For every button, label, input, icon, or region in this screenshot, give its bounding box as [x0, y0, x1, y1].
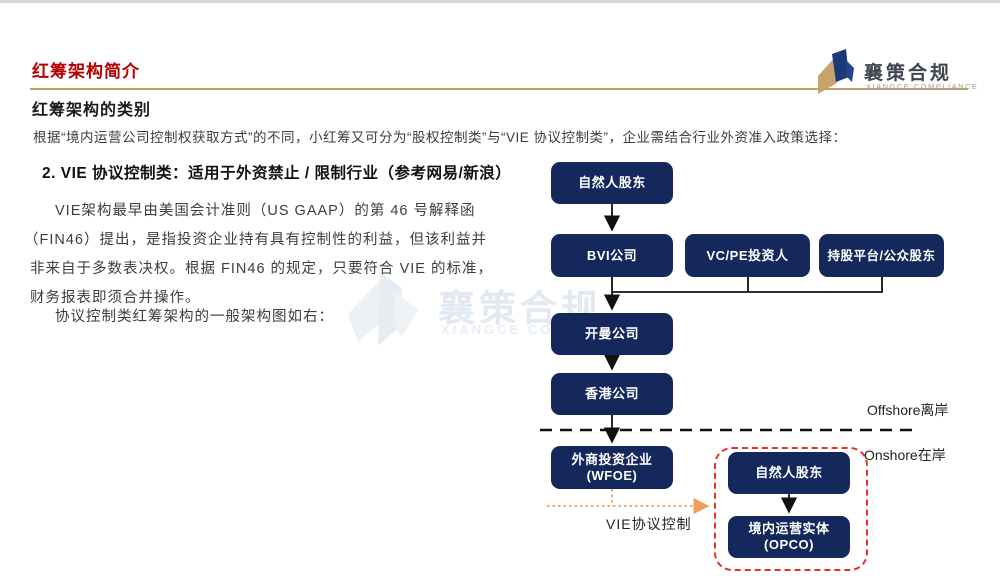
node-natural-person-shareholder-onshore: 自然人股东: [728, 452, 850, 494]
node-natural-person-shareholder-top: 自然人股东: [551, 162, 673, 204]
node-label: 自然人股东: [755, 465, 823, 480]
node-opco: 境内运营实体 (OPCO): [728, 516, 850, 558]
node-bvi-company: BVI公司: [551, 234, 673, 277]
paragraph-line: （FIN46）提出，是指投资企业持有具有控制性的利益，但该利益并: [24, 232, 487, 248]
vie-control-label: VIE协议控制: [606, 516, 692, 532]
company-logo-icon: [818, 49, 854, 94]
paragraph-line: 财务报表即须合并操作。: [30, 290, 201, 306]
node-cayman-company: 开曼公司: [551, 313, 673, 355]
node-sublabel: (OPCO): [764, 537, 814, 552]
page-subtitle: 红筹架构的类别: [32, 102, 152, 119]
company-logo-tagline: XIANGCE COMPLIANCE: [866, 82, 979, 91]
onshore-label: Onshore在岸: [864, 447, 946, 463]
node-hongkong-company: 香港公司: [551, 373, 673, 415]
node-label: VC/PE投资人: [706, 247, 789, 263]
vie-entities-frame: [714, 447, 868, 571]
section-heading: 2. VIE 协议控制类：适用于外资禁止 / 限制行业（参考网易/新浪）: [42, 165, 512, 182]
node-vc-pe-investors: VC/PE投资人: [685, 234, 810, 277]
node-label: 境内运营实体: [748, 521, 830, 536]
paragraph-line: VIE架构最早由美国会计准则（US GAAP）的第 46 号解释函: [55, 203, 476, 219]
gold-divider-rule: [30, 88, 968, 90]
window-top-border: [0, 0, 1000, 3]
offshore-label: Offshore离岸: [867, 402, 949, 418]
node-label: BVI公司: [586, 247, 638, 263]
paragraph-line: 协议控制类红筹架构的一般架构图如右：: [55, 309, 334, 325]
paragraph-line: 非来自于多数表决权。根据 FIN46 的规定，只要符合 VIE 的标准，: [30, 261, 493, 277]
page-title: 红筹架构简介: [32, 62, 140, 81]
node-wfoe: 外商投资企业 (WFOE): [551, 446, 673, 489]
company-logo: [815, 46, 857, 103]
node-label: 自然人股东: [578, 175, 646, 190]
node-label: 外商投资企业: [571, 451, 653, 467]
node-label: 持股平台/公众股东: [827, 248, 936, 263]
intro-paragraph: 根据“境内运营公司控制权获取方式”的不同，小红筹又可分为“股权控制类”与“VIE…: [33, 130, 847, 145]
node-label: 香港公司: [584, 386, 639, 401]
node-sublabel: (WFOE): [586, 467, 638, 483]
node-label: 开曼公司: [584, 326, 639, 341]
node-holding-platform-public-shareholders: 持股平台/公众股东: [819, 234, 944, 277]
company-logo-name: 襄策合规: [864, 63, 953, 84]
watermark-logo-icon: [348, 272, 418, 346]
